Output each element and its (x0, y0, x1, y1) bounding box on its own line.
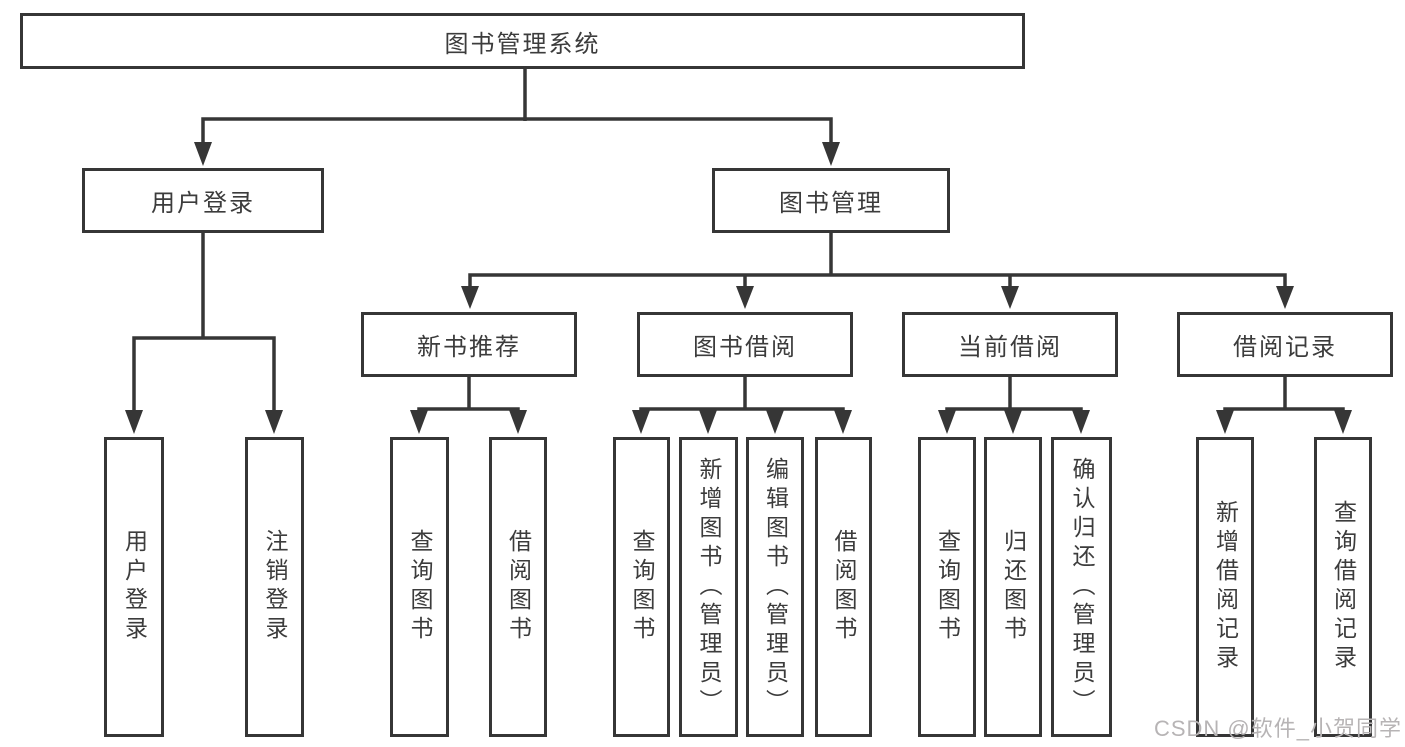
leaf-user-login: 用户登录 (104, 437, 164, 737)
leaf-borrow-books-borrowing: 借阅图书 (815, 437, 872, 737)
node-current-borrowing: 当前借阅 (902, 312, 1118, 377)
leaf-query-books-borrowing: 查询图书 (613, 437, 670, 737)
node-new-book-recommendation: 新书推荐 (361, 312, 577, 377)
leaf-return-books: 归还图书 (984, 437, 1042, 737)
node-user-login: 用户登录 (82, 168, 324, 233)
leaf-query-borrow-record: 查询借阅记录 (1314, 437, 1372, 737)
leaf-borrow-books-recommend: 借阅图书 (489, 437, 547, 737)
leaf-add-books-admin: 新增图书（管理员） (679, 437, 738, 737)
node-root: 图书管理系统 (20, 13, 1025, 69)
node-book-management: 图书管理 (712, 168, 950, 233)
leaf-logout: 注销登录 (245, 437, 304, 737)
leaf-query-books-current: 查询图书 (918, 437, 976, 737)
node-book-borrowing: 图书借阅 (637, 312, 853, 377)
leaf-edit-books-admin: 编辑图书（管理员） (746, 437, 804, 737)
connector-borrowing-rail (639, 407, 845, 416)
watermark: CSDN @软件_小贺同学 (1153, 716, 1402, 741)
node-borrowing-records: 借阅记录 (1177, 312, 1393, 377)
connector-records-rail (1223, 407, 1345, 416)
connector-level3-rail (468, 273, 1287, 292)
connector-userlogin-rail (132, 336, 276, 416)
leaf-query-books-recommend: 查询图书 (390, 437, 449, 737)
arrowheads (125, 142, 1352, 434)
leaf-confirm-return-admin: 确认归还（管理员） (1051, 437, 1112, 737)
leaf-add-borrow-record: 新增借阅记录 (1196, 437, 1254, 737)
connector-recommend-rail (417, 407, 520, 416)
connector-level2-rail (201, 117, 833, 150)
